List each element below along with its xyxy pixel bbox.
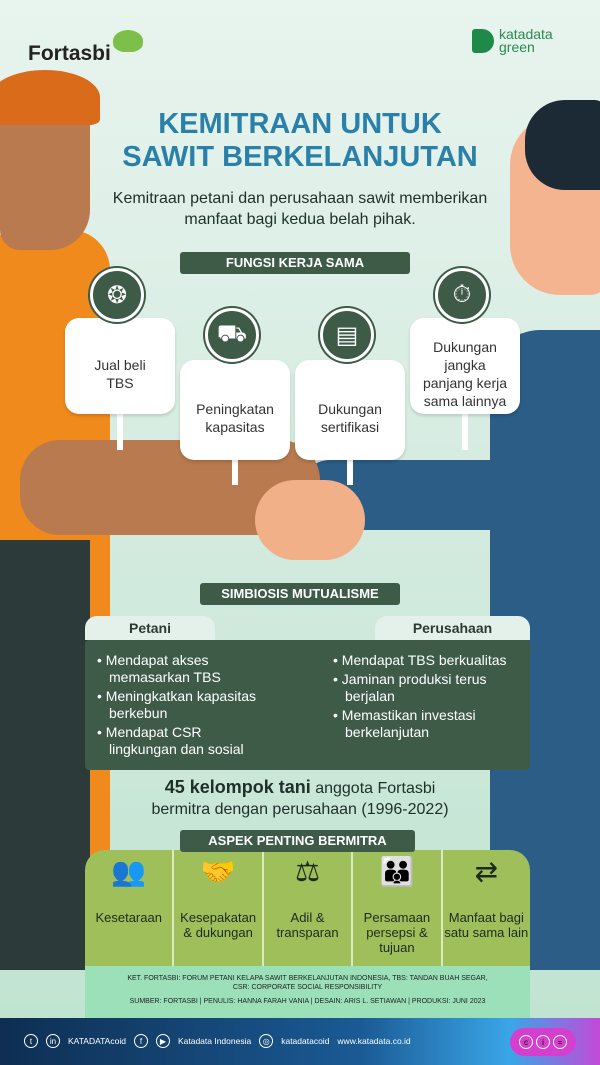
footer xyxy=(0,1018,600,1065)
fungsi-card: Dukungan sertifikasi xyxy=(295,360,405,460)
leaf-icon xyxy=(472,29,494,53)
by-icon: i xyxy=(536,1035,550,1049)
simbiosis-heading: SIMBIOSIS MUTUALISME xyxy=(200,583,400,605)
list-item: Memastikan investasi berkelanjutan xyxy=(333,707,523,741)
people-equal-icon: 👥 xyxy=(111,856,147,887)
aspek-item: 🤝Kesepakatan & dukungan xyxy=(174,850,264,966)
aspek-heading: ASPEK PENTING BERMITRA xyxy=(180,830,415,852)
youtube-icon[interactable]: ▶ xyxy=(155,1034,170,1048)
farmer-hat xyxy=(0,70,100,125)
list-item: Mendapat CSR lingkungan dan sosial xyxy=(97,724,267,758)
facebook-icon[interactable]: f xyxy=(133,1034,148,1048)
fungsi-card: Dukungan jangka panjang kerja sama lainn… xyxy=(410,318,520,414)
card-stem xyxy=(347,455,353,485)
truck-growth-icon: ⛟ xyxy=(205,308,259,362)
aspek-item: 👥Kesetaraan xyxy=(85,850,175,966)
businesswoman-hair xyxy=(525,100,600,190)
card-stem xyxy=(232,455,238,485)
facebook-handle[interactable]: Katadata Indonesia xyxy=(177,1036,252,1046)
notes: KET. FORTASBI: FORUM PETANI KELAPA SAWIT… xyxy=(85,966,530,1018)
clock-gears-icon: ⏱ xyxy=(435,268,489,322)
fungsi-card: Jual beli TBS xyxy=(65,318,175,414)
list-item: Mendapat TBS berkualitas xyxy=(333,652,523,669)
subtitle: Kemitraan petani dan perusahaan sawit me… xyxy=(112,190,488,228)
handshake xyxy=(255,480,365,560)
card-stem xyxy=(117,410,123,450)
fungsi-card: Peningkatan kapasitas xyxy=(180,360,290,460)
scale-icon: ⚖ xyxy=(294,856,321,887)
agreement-icon: 🤝 xyxy=(200,856,236,887)
aspek-item: 👪Persamaan persepsi & tujuan xyxy=(353,850,443,966)
card-stem xyxy=(462,410,468,450)
nd-icon: = xyxy=(553,1035,567,1049)
instagram-handle[interactable]: katadatacoid xyxy=(281,1036,330,1046)
simbiosis-panel: Mendapat akses memasarkan TBS Meningkatk… xyxy=(85,640,530,770)
farmer-overalls xyxy=(0,540,90,970)
list-item: Jaminan produksi terus berjalan xyxy=(333,671,523,705)
tree-icon xyxy=(112,30,143,52)
instagram-icon[interactable]: ◎ xyxy=(259,1034,274,1048)
list-item: Mendapat akses memasarkan TBS xyxy=(97,652,267,686)
petani-benefits: Mendapat akses memasarkan TBS Meningkatk… xyxy=(97,652,267,760)
perusahaan-tab: Perusahaan xyxy=(375,616,530,640)
fungsi-heading: FUNGSI KERJA SAMA xyxy=(180,252,410,274)
exchange-icon: ⇄ xyxy=(474,856,499,887)
fortasbi-logo: Fortasbi xyxy=(28,30,143,66)
group-idea-icon: 👪 xyxy=(379,856,415,887)
aspek-row: 👥Kesetaraan 🤝Kesepakatan & dukungan ⚖Adi… xyxy=(85,850,530,966)
list-item: Meningkatkan kapasitas berkebun xyxy=(97,688,267,722)
website-link[interactable]: www.katadata.co.id xyxy=(337,1036,411,1046)
petani-tab: Petani xyxy=(85,616,215,640)
cc-icon: c xyxy=(519,1035,533,1049)
perusahaan-benefits: Mendapat TBS berkualitas Jaminan produks… xyxy=(333,652,523,743)
palm-fruit-phone-icon: ❂ xyxy=(90,268,144,322)
twitter-handle[interactable]: KATADATAcoid xyxy=(68,1036,126,1046)
aspek-item: ⇄Manfaat bagi satu sama lain xyxy=(444,856,529,941)
linkedin-icon[interactable]: in xyxy=(46,1034,60,1048)
certificate-icon: ▤ xyxy=(320,308,374,362)
twitter-icon[interactable]: t xyxy=(24,1034,38,1048)
aspek-item: ⚖Adil & transparan xyxy=(264,850,354,966)
